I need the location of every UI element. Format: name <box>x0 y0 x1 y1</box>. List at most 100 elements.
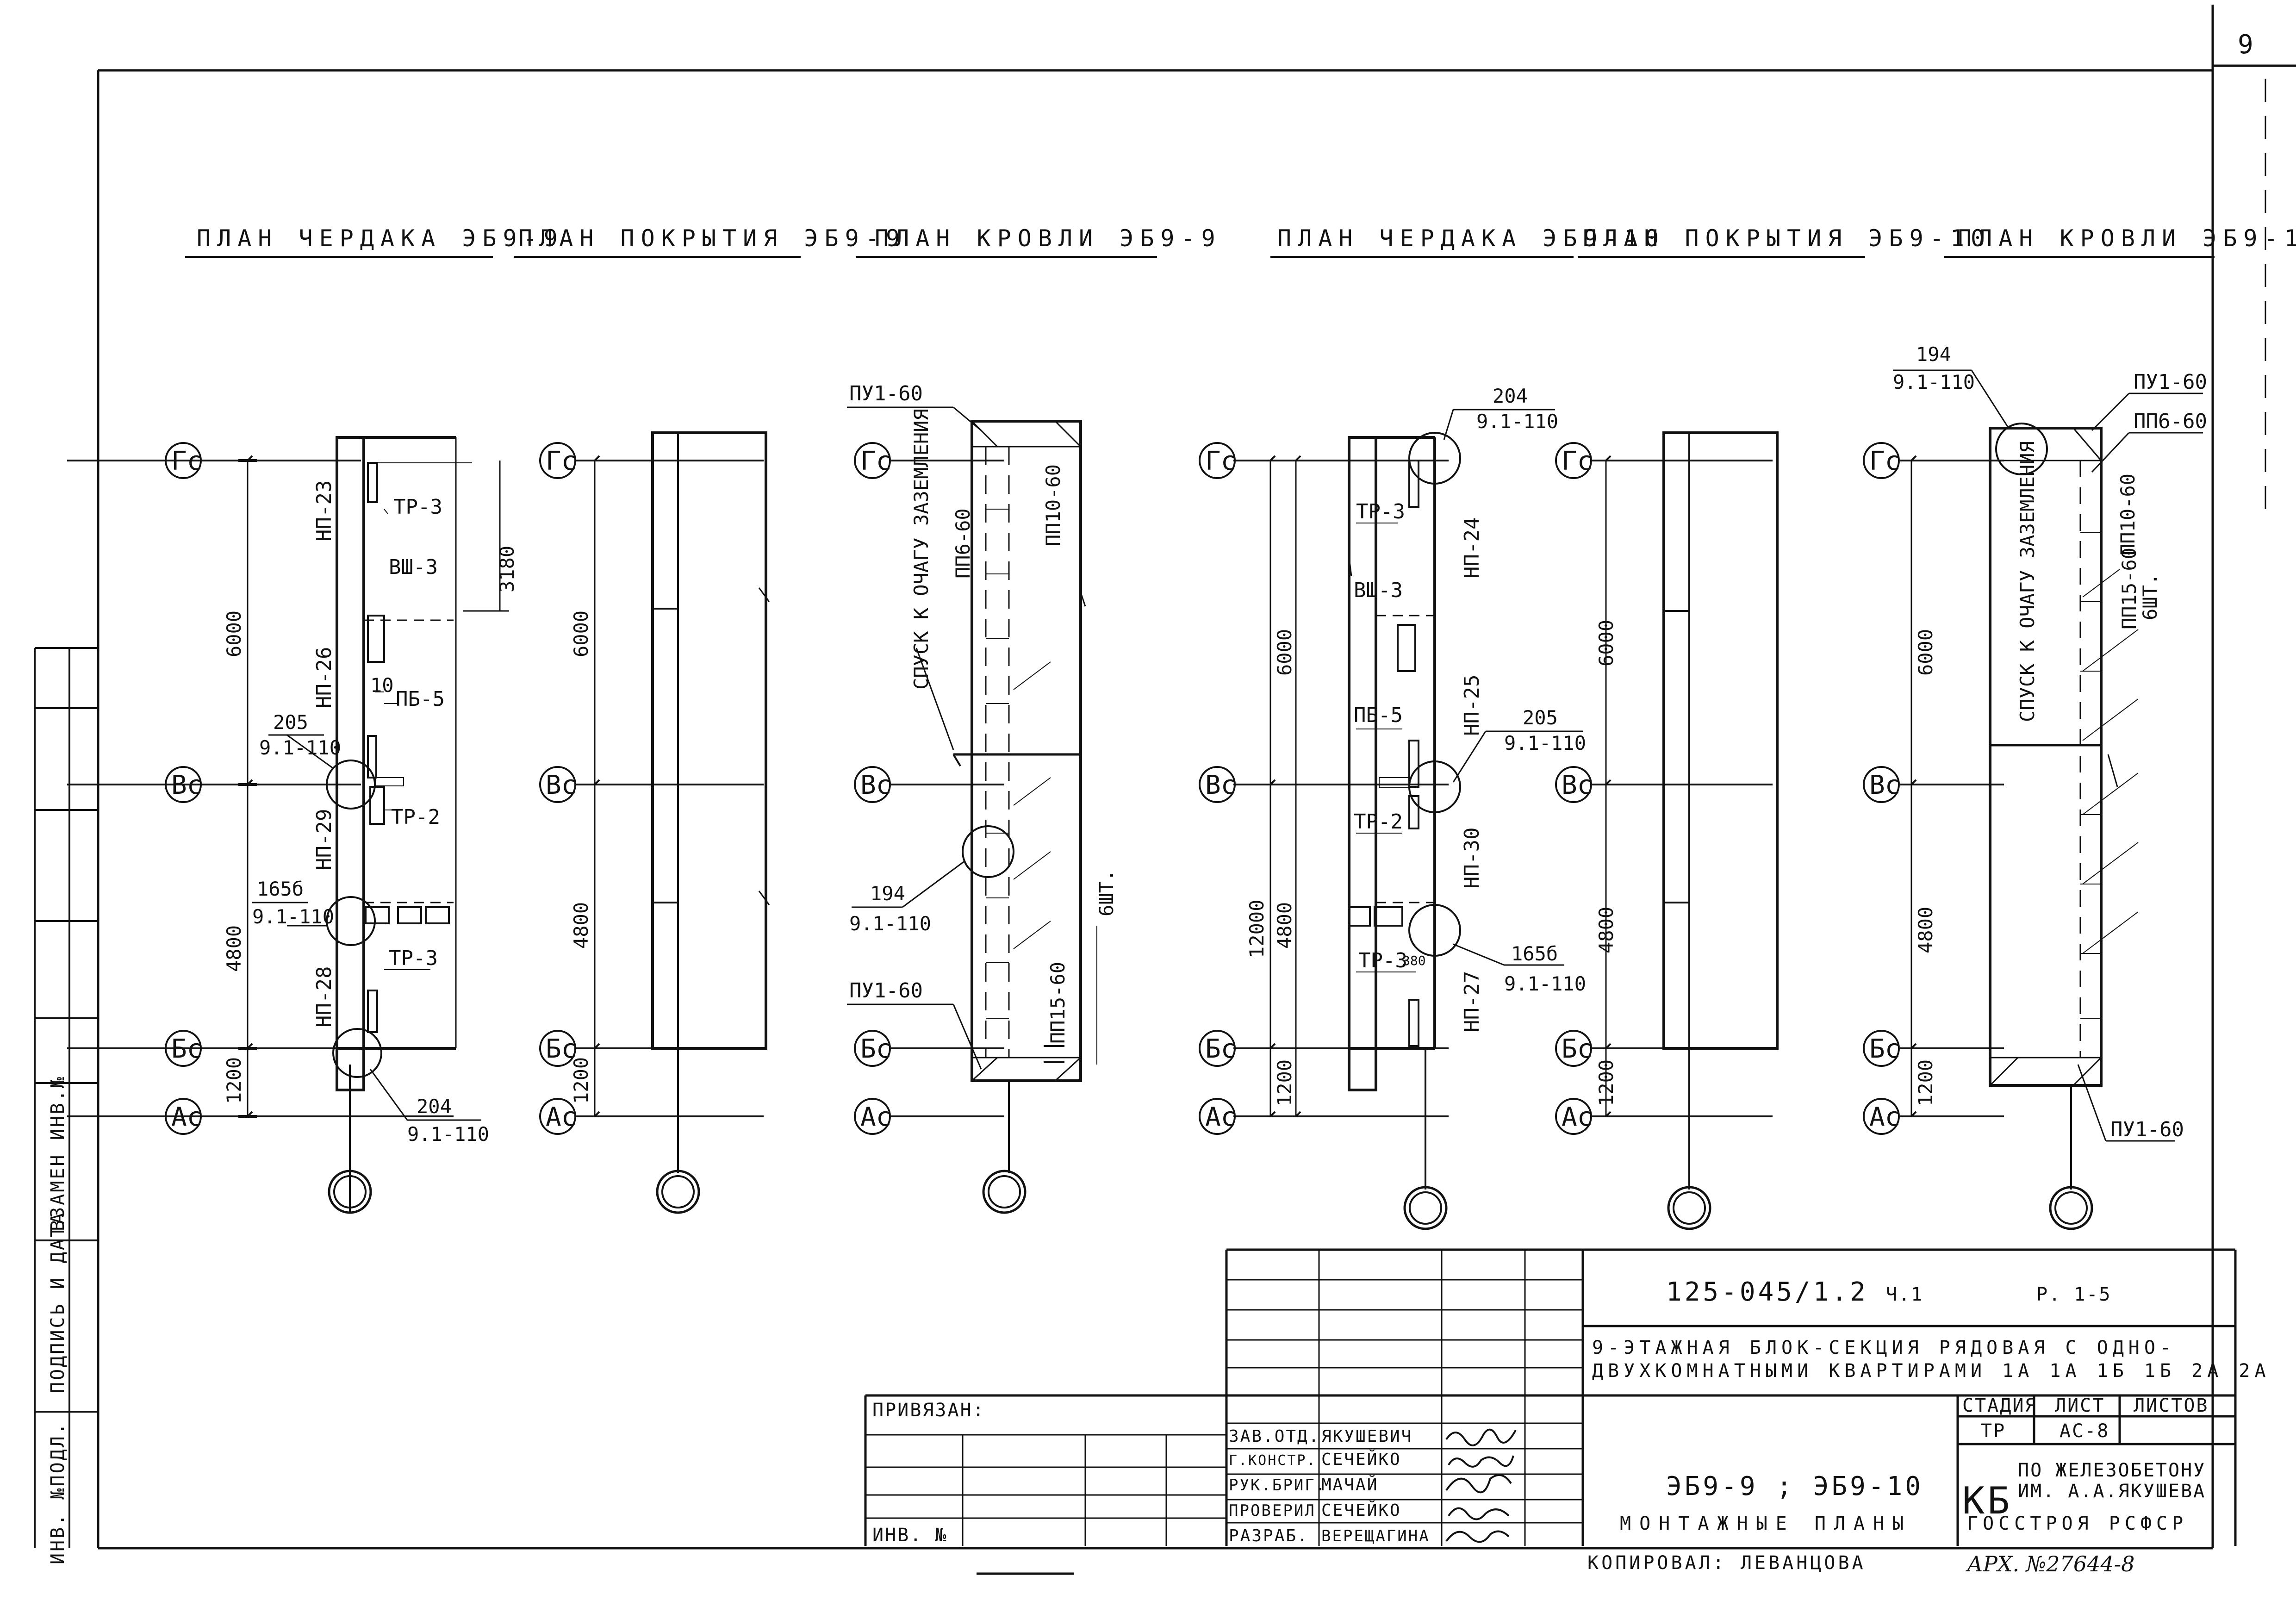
element-label: НП-23 <box>312 480 336 542</box>
dim-1200: 1200 <box>570 1057 592 1104</box>
side-strip <box>34 647 98 1548</box>
dim-12000: 12000 <box>1245 900 1268 958</box>
element-label: 165б <box>1511 942 1558 965</box>
element-label: ПП10-60 <box>2116 473 2139 555</box>
side-label-replace-inv: ВЗАМЕН ИНВ.№ <box>47 1075 68 1231</box>
element-label: ВШ-3 <box>389 555 438 579</box>
element-label: 3180 <box>496 546 518 592</box>
element-label: ТР-3 <box>393 495 442 519</box>
dim-4800: 4800 <box>223 925 245 972</box>
project-code: 125-045/1.2 <box>1666 1277 1868 1307</box>
dim-6000: 6000 <box>1914 629 1937 676</box>
role-name: СЕЧЕЙКО <box>1321 1450 1401 1469</box>
dim-1200: 1200 <box>1595 1059 1618 1106</box>
plan-title-6: ПЛАН КРОВЛИ ЭБ9-10 <box>1958 225 2296 252</box>
element-label: НП-28 <box>312 966 336 1028</box>
axis-label: Ас <box>860 1102 891 1132</box>
element-label: ПУ1-60 <box>2134 370 2207 394</box>
role-name: ЯКУШЕВИЧ <box>1321 1427 1412 1446</box>
element-label: 9.1-110 <box>1504 972 1586 995</box>
side-label-sign-date: ПОДПИСЬ И ДАТА <box>47 1211 68 1393</box>
element-label: 204 <box>1493 385 1528 407</box>
element-label: НП-26 <box>312 647 336 708</box>
axis-label: Вс <box>546 770 577 800</box>
element-label: НП-29 <box>312 809 336 870</box>
role-label: РАЗРАБ. <box>1229 1526 1309 1545</box>
element-label: 194 <box>870 882 905 905</box>
axis-label: Гс <box>171 446 202 476</box>
signatures <box>1445 1428 1517 1543</box>
element-label: ПБ-5 <box>1354 704 1403 727</box>
element-label: 9.1-110 <box>1476 410 1558 433</box>
element-label: ТР-3 <box>1356 500 1405 523</box>
element-label: ПУ1-60 <box>849 382 923 405</box>
axis-label: Вс <box>1562 770 1593 800</box>
role-label: Г.КОНСТР. <box>1229 1452 1317 1469</box>
axis-label: Бс <box>860 1034 891 1064</box>
plan-titles: ПЛАН ЧЕРДАКА ЭБ9-9 ПЛАН ПОКРЫТИЯ ЭБ9-9 П… <box>185 225 2296 258</box>
axis-label: Бс <box>1562 1034 1593 1064</box>
element-label: 9.1-110 <box>259 736 341 759</box>
archive-number: АРХ. №27644-8 <box>1966 1551 2134 1576</box>
element-label: 6ШТ. <box>1095 870 1118 916</box>
stamp-header-stage: СТАДИЯ <box>1962 1395 2038 1416</box>
project-description-2: ДВУХКОМНАТНЫМИ КВАРТИРАМИ 1А 1А 1Б 1Б 2А… <box>1592 1360 2271 1382</box>
sheet-title-1: ЭБ9-9 ; ЭБ9-10 <box>1666 1471 1923 1501</box>
project-section: Р. 1-5 <box>2036 1284 2112 1305</box>
dim-1200: 1200 <box>1273 1059 1296 1106</box>
project-description-1: 9-ЭТАЖНАЯ БЛОК-СЕКЦИЯ РЯДОВАЯ С ОДНО- <box>1592 1337 2176 1358</box>
dim-4800: 4800 <box>1595 907 1618 953</box>
dim-4800: 4800 <box>1273 902 1296 949</box>
element-label: ПБ-5 <box>396 687 445 711</box>
org-line-2: ИМ. А.А.ЯКУШЕВА <box>2018 1481 2206 1502</box>
element-label: ПУ1-60 <box>849 979 923 1003</box>
element-label: ВШ-3 <box>1354 579 1403 602</box>
org-logo: КБ <box>1962 1479 2012 1522</box>
element-label: 9.1-110 <box>849 912 931 935</box>
role-label: РУК.БРИГ. <box>1229 1476 1326 1495</box>
plan-3: Гс Вс Бс Ас ПУ1-60 ПП6-60 СПУСК К ОЧАГУ … <box>847 382 1118 1214</box>
axis-label: Гс <box>1205 446 1236 476</box>
element-label: НП-24 <box>1460 517 1484 579</box>
copied-by: КОПИРОВАЛ: ЛЕВАНЦОВА <box>1587 1552 1866 1574</box>
element-label: ТР-2 <box>1354 810 1403 834</box>
stamp-header-sheets: ЛИСТОВ <box>2134 1395 2209 1416</box>
plan-title-1: ПЛАН ЧЕРДАКА ЭБ9-9 <box>197 225 564 252</box>
element-label: 380 <box>1402 953 1426 968</box>
element-label: СПУСК К ОЧАГУ ЗАЗЕМЛЕНИЯ <box>910 409 933 690</box>
element-label: НП-25 <box>1460 675 1484 736</box>
role-name: МАЧАЙ <box>1321 1475 1378 1495</box>
axis-label: Вс <box>1869 770 1900 800</box>
element-label: 9.1-110 <box>407 1123 489 1146</box>
axis-label: Гс <box>546 446 577 476</box>
element-label: ПП6-60 <box>2134 410 2207 433</box>
title-block <box>864 1248 2237 1575</box>
axis-label: Гс <box>860 446 891 476</box>
dim-1200: 1200 <box>223 1057 245 1104</box>
axis-label: Ас <box>171 1102 202 1132</box>
element-label: 9.1-110 <box>252 905 334 928</box>
plan-title-5: ПЛАН ПОКРЫТИЯ ЭБ9-10 <box>1583 225 1991 252</box>
axis-label: Ас <box>1869 1102 1900 1132</box>
dim-6000: 6000 <box>1273 629 1296 676</box>
axis-label: Вс <box>860 770 891 800</box>
element-label: ПУ1-60 <box>2110 1118 2184 1141</box>
plan-1: Гс Вс Бс Ас 6000 4800 1200 НП-23 ТР-3 31… <box>67 436 518 1214</box>
plan-title-3: ПЛАН КРОВЛИ ЭБ9-9 <box>875 225 1222 252</box>
axis-label: Ас <box>1562 1102 1593 1132</box>
element-label: СПУСК К ОЧАГУ ЗАЗЕМЛЕНИЯ <box>2016 441 2039 722</box>
plan-6: Гс Вс Бс Ас 6000 4800 1200 194 9.1-110 П… <box>1863 343 2207 1230</box>
plan-title-4: ПЛАН ЧЕРДАКА ЭБ9-10 <box>1277 225 1665 252</box>
role-label: ЗАВ.ОТД. <box>1229 1427 1320 1446</box>
org-line-1: ПО ЖЕЛЕЗОБЕТОНУ <box>2018 1460 2206 1481</box>
inv-label: ИНВ. № <box>872 1525 948 1546</box>
element-label: ПП15-60 <box>1046 962 1069 1044</box>
dim-6000: 6000 <box>1595 620 1618 666</box>
dim-6000: 6000 <box>223 610 245 657</box>
element-label: 204 <box>417 1095 452 1118</box>
stamp-header-sheet: ЛИСТ <box>2055 1395 2105 1416</box>
plan-4: Гс Вс Бс Ас 6000 12000 4800 1200 204 9.1… <box>1199 385 1586 1230</box>
element-label: ТР-2 <box>391 805 440 829</box>
axis-label: Бс <box>546 1034 577 1064</box>
